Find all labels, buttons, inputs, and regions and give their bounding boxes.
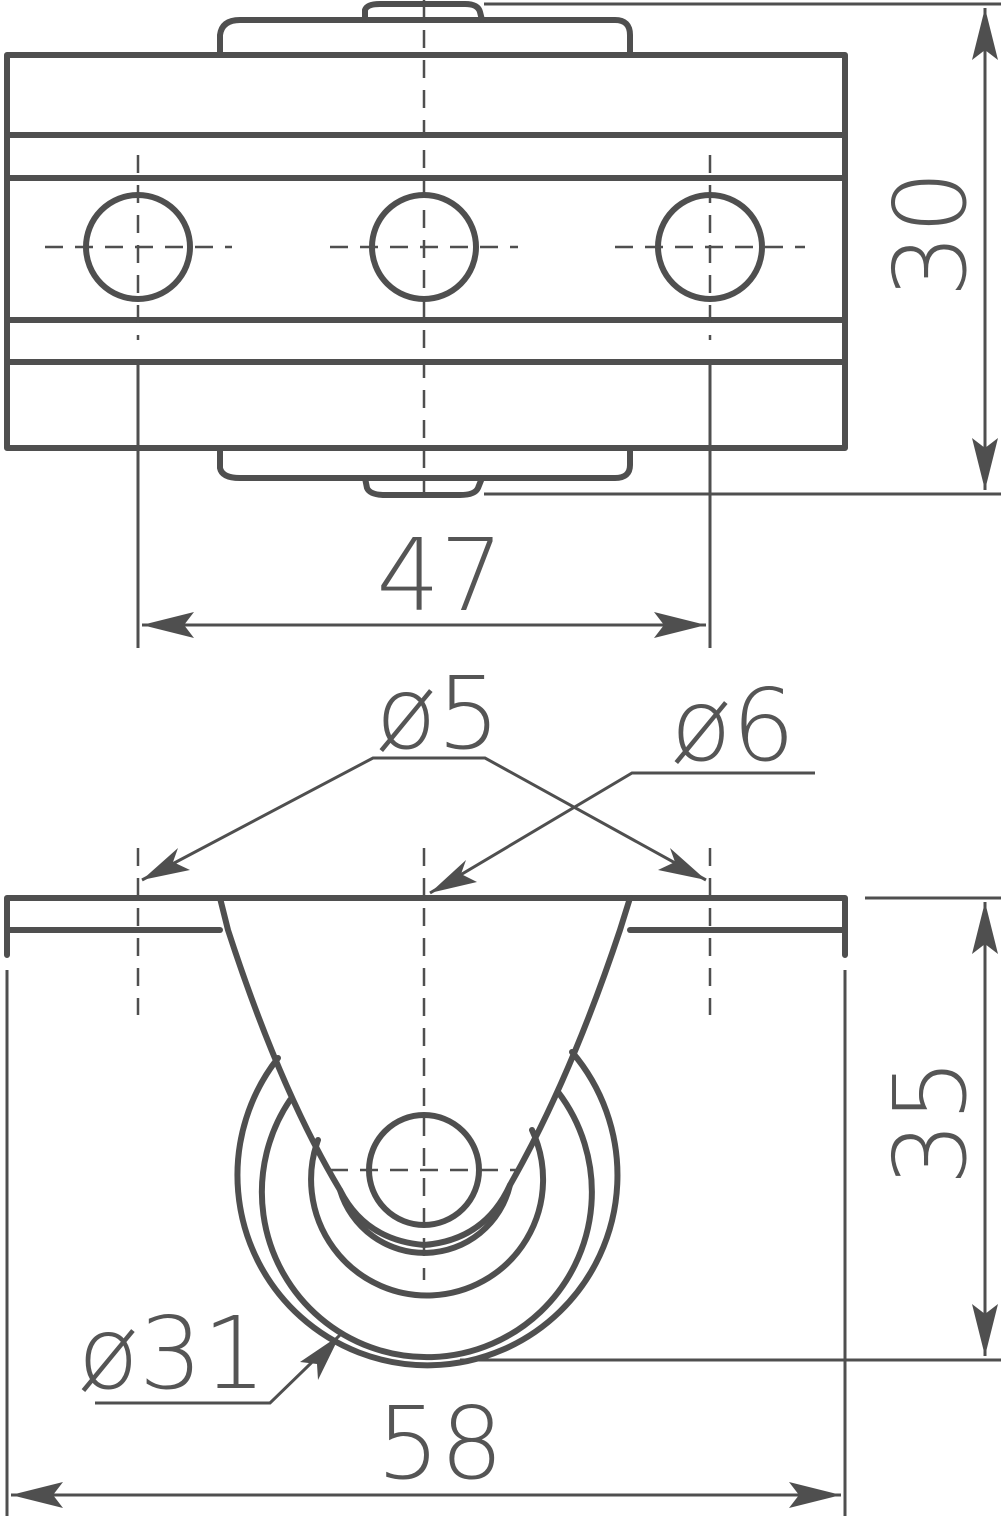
arrow-35-down <box>972 1304 998 1356</box>
arrow-down <box>972 438 998 490</box>
dimension-text-o5: ø5 <box>376 655 501 772</box>
dimension-text-o6: ø6 <box>671 667 796 784</box>
arrow-58-right <box>789 1482 841 1508</box>
wheel-outer <box>234 1049 621 1369</box>
leader-o5 <box>141 756 707 882</box>
top-upper-tab <box>217 17 633 58</box>
leader-o5-arrow-left <box>142 848 190 880</box>
leader-o6-arrow <box>430 860 477 893</box>
leader-o31-arrow <box>300 1335 340 1380</box>
arrow-left <box>142 612 194 638</box>
wheel-rim <box>258 1089 595 1361</box>
top-lower-tab <box>217 445 633 481</box>
arrow-right <box>654 612 706 638</box>
dimension-text-35: 35 <box>872 1058 989 1185</box>
top-view <box>4 0 848 500</box>
dimension-text-58: 58 <box>376 1385 503 1502</box>
dimension-side-height: 35 <box>460 896 1001 1362</box>
dimension-text-47: 47 <box>376 517 503 634</box>
leader-o5-arrow-right <box>658 848 706 880</box>
side-plate <box>4 895 848 958</box>
arrow-58-left <box>11 1482 63 1508</box>
arrow-35-up <box>972 902 998 954</box>
dimension-hole-spacing: 47 <box>136 362 712 648</box>
side-view <box>4 848 848 1369</box>
top-lower-rivet <box>362 475 485 498</box>
dimension-wheel-diameter: ø31 <box>78 1295 342 1412</box>
dimension-text-o31: ø31 <box>78 1295 266 1412</box>
hole-leaders: ø5 ø6 <box>141 655 815 895</box>
top-mounting-plate <box>4 52 848 451</box>
wheel-axle-boss <box>337 1182 513 1256</box>
leader-o6 <box>429 771 815 895</box>
dimension-text-30: 30 <box>872 170 989 297</box>
dimension-overall-width: 58 <box>5 970 847 1516</box>
dimension-top-height: 30 <box>484 2 1001 496</box>
wheel-hub <box>308 1127 547 1299</box>
top-upper-rivet <box>362 1 485 23</box>
arrow-up <box>972 8 998 60</box>
